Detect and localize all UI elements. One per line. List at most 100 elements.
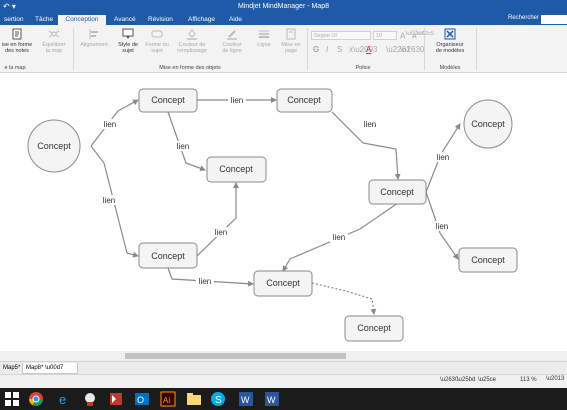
status-bar: \u2630 \u25bd \u25ce 113 % \u2013 xyxy=(0,374,567,388)
taskbar: e O Ai S W W xyxy=(0,388,567,410)
topic-style-label: Style de xyxy=(118,42,138,48)
app-red-icon[interactable] xyxy=(108,391,124,407)
line-button[interactable]: Ligne xyxy=(252,28,276,48)
concept-node[interactable]: Concept xyxy=(463,99,513,149)
zoom-level: 113 % xyxy=(520,377,537,383)
filter-icon[interactable]: \u25bd xyxy=(457,377,476,383)
fit-icon[interactable]: \u2630 xyxy=(440,377,459,383)
sheet-tab-active[interactable]: Map8* \u00d7 xyxy=(22,363,78,374)
line-weight-icon xyxy=(259,30,269,38)
sheet-tab[interactable]: Map5* xyxy=(3,365,21,371)
concept-node[interactable]: Concept xyxy=(368,179,427,205)
topic-style-button[interactable]: Style de sujet xyxy=(114,28,142,54)
list-icon[interactable]: \u2630 xyxy=(400,45,425,54)
link-line[interactable] xyxy=(90,99,139,147)
page-layout-label-2: page xyxy=(284,48,298,54)
app-icon[interactable] xyxy=(82,391,98,407)
concept-node[interactable]: Concept xyxy=(276,88,333,113)
outlook-icon[interactable]: O xyxy=(134,391,150,407)
strikethrough-icon[interactable]: S xyxy=(337,45,343,54)
tab-affichage[interactable]: Affichage xyxy=(188,16,215,23)
zoom-out-icon[interactable]: \u2013 xyxy=(546,376,565,382)
horizontal-scrollbar[interactable] xyxy=(0,351,567,361)
concept-label: Concept xyxy=(37,141,71,151)
svg-text:e: e xyxy=(59,392,66,407)
link-line[interactable] xyxy=(282,202,399,272)
chrome-icon[interactable] xyxy=(28,391,44,407)
balance-icon xyxy=(48,30,60,38)
concept-node[interactable]: Concept xyxy=(138,88,198,113)
alignment-button[interactable]: Alignement xyxy=(76,28,112,48)
concept-node[interactable]: Concept xyxy=(344,315,404,342)
fill-color-button[interactable]: Couleur de remplissage xyxy=(172,28,212,54)
svg-text:O: O xyxy=(137,395,144,405)
template-organizer-label-2: de modèles xyxy=(435,48,465,54)
link-label: lien xyxy=(231,96,243,105)
concept-node[interactable]: Concept xyxy=(458,247,518,273)
concept-map[interactable]: Concept Concept Concept Concept Concept … xyxy=(0,73,567,351)
fill-color-label-2: remplissage xyxy=(177,48,207,54)
line-color-button[interactable]: Couleur de ligne xyxy=(214,28,250,54)
bold-icon[interactable]: G xyxy=(313,45,320,54)
font-color-icon[interactable]: A xyxy=(366,45,372,54)
search-input[interactable] xyxy=(541,15,567,24)
group-divider xyxy=(307,28,308,70)
group-divider xyxy=(73,28,74,70)
balance-map-label-2: la map xyxy=(45,48,63,54)
link-line[interactable] xyxy=(196,182,239,257)
case-icon[interactable]: x\u2093 xyxy=(349,45,378,54)
format-notes-button[interactable]: ise en forme des notes xyxy=(0,28,34,54)
link-line[interactable] xyxy=(167,267,254,287)
windows-icon[interactable] xyxy=(4,391,20,407)
concept-node[interactable]: Concept xyxy=(138,242,198,269)
tab-revision[interactable]: Révision xyxy=(148,16,173,23)
page-layout-button[interactable]: Mise en page xyxy=(278,28,304,54)
tab-aide[interactable]: Aide xyxy=(229,16,243,23)
word-icon[interactable]: W xyxy=(264,391,280,407)
link-line[interactable] xyxy=(331,111,401,180)
tab-insertion[interactable]: sertion xyxy=(4,16,24,23)
zoom-mode-icon[interactable]: \u25ce xyxy=(478,377,497,383)
format-notes-label-2: des notes xyxy=(5,48,29,54)
link-line[interactable] xyxy=(311,282,377,315)
window-title: Mindjet MindManager - Map8 xyxy=(237,3,330,10)
link-line[interactable] xyxy=(167,111,206,172)
topic-shape-button[interactable]: Forme du sujet xyxy=(143,28,171,54)
map-canvas[interactable]: Concept Concept Concept Concept Concept … xyxy=(0,73,567,351)
group-divider xyxy=(424,28,425,70)
align-text-icon[interactable]: \u2261 xyxy=(386,45,411,54)
skype-icon[interactable]: S xyxy=(210,391,226,407)
template-organizer-label: Organiseur xyxy=(436,42,464,48)
topic-shape-label-2: sujet xyxy=(151,48,163,54)
link-line[interactable] xyxy=(90,145,139,258)
concept-label: Concept xyxy=(471,119,505,129)
balance-map-button[interactable]: Équilibrer la map xyxy=(38,28,70,54)
page-layout-icon xyxy=(286,28,296,40)
concept-node[interactable]: Concept xyxy=(253,270,313,297)
word-icon[interactable]: W xyxy=(238,391,254,407)
illustrator-icon[interactable]: Ai xyxy=(160,391,176,407)
concept-node[interactable]: Concept xyxy=(206,156,267,183)
scrollbar-thumb[interactable] xyxy=(125,353,346,359)
close-icon[interactable]: \u00d7 xyxy=(45,365,64,371)
concept-node[interactable]: Concept xyxy=(27,119,81,173)
grow-font-icon[interactable]: A\u02c4 xyxy=(400,30,426,41)
pen-icon xyxy=(227,30,237,40)
ribbon: ise en forme des notes Équilibrer la map… xyxy=(0,25,567,73)
explorer-icon[interactable] xyxy=(186,391,202,407)
balance-map-label: Équilibrer xyxy=(42,42,66,48)
shrink-font-icon[interactable]: A\u02c5 xyxy=(412,31,435,41)
template-organizer-button[interactable]: Organiseur de modèles xyxy=(428,28,472,54)
group-label-map: e la map xyxy=(4,65,26,71)
tab-conception[interactable]: Conception xyxy=(58,15,106,25)
quick-access-toolbar[interactable]: ↶ ▾ xyxy=(3,2,16,11)
link-line[interactable] xyxy=(425,191,459,260)
font-size-select[interactable]: 10 xyxy=(373,31,397,40)
topic-shape-label: Forme du xyxy=(145,42,169,48)
svg-text:S: S xyxy=(215,395,222,406)
font-name-select[interactable]: Segoe UI xyxy=(311,31,371,40)
italic-icon[interactable]: I xyxy=(326,45,329,54)
tab-tache[interactable]: Tâche xyxy=(35,16,54,23)
edge-icon[interactable]: e xyxy=(56,391,72,407)
tab-avance[interactable]: Avancé xyxy=(114,16,136,23)
